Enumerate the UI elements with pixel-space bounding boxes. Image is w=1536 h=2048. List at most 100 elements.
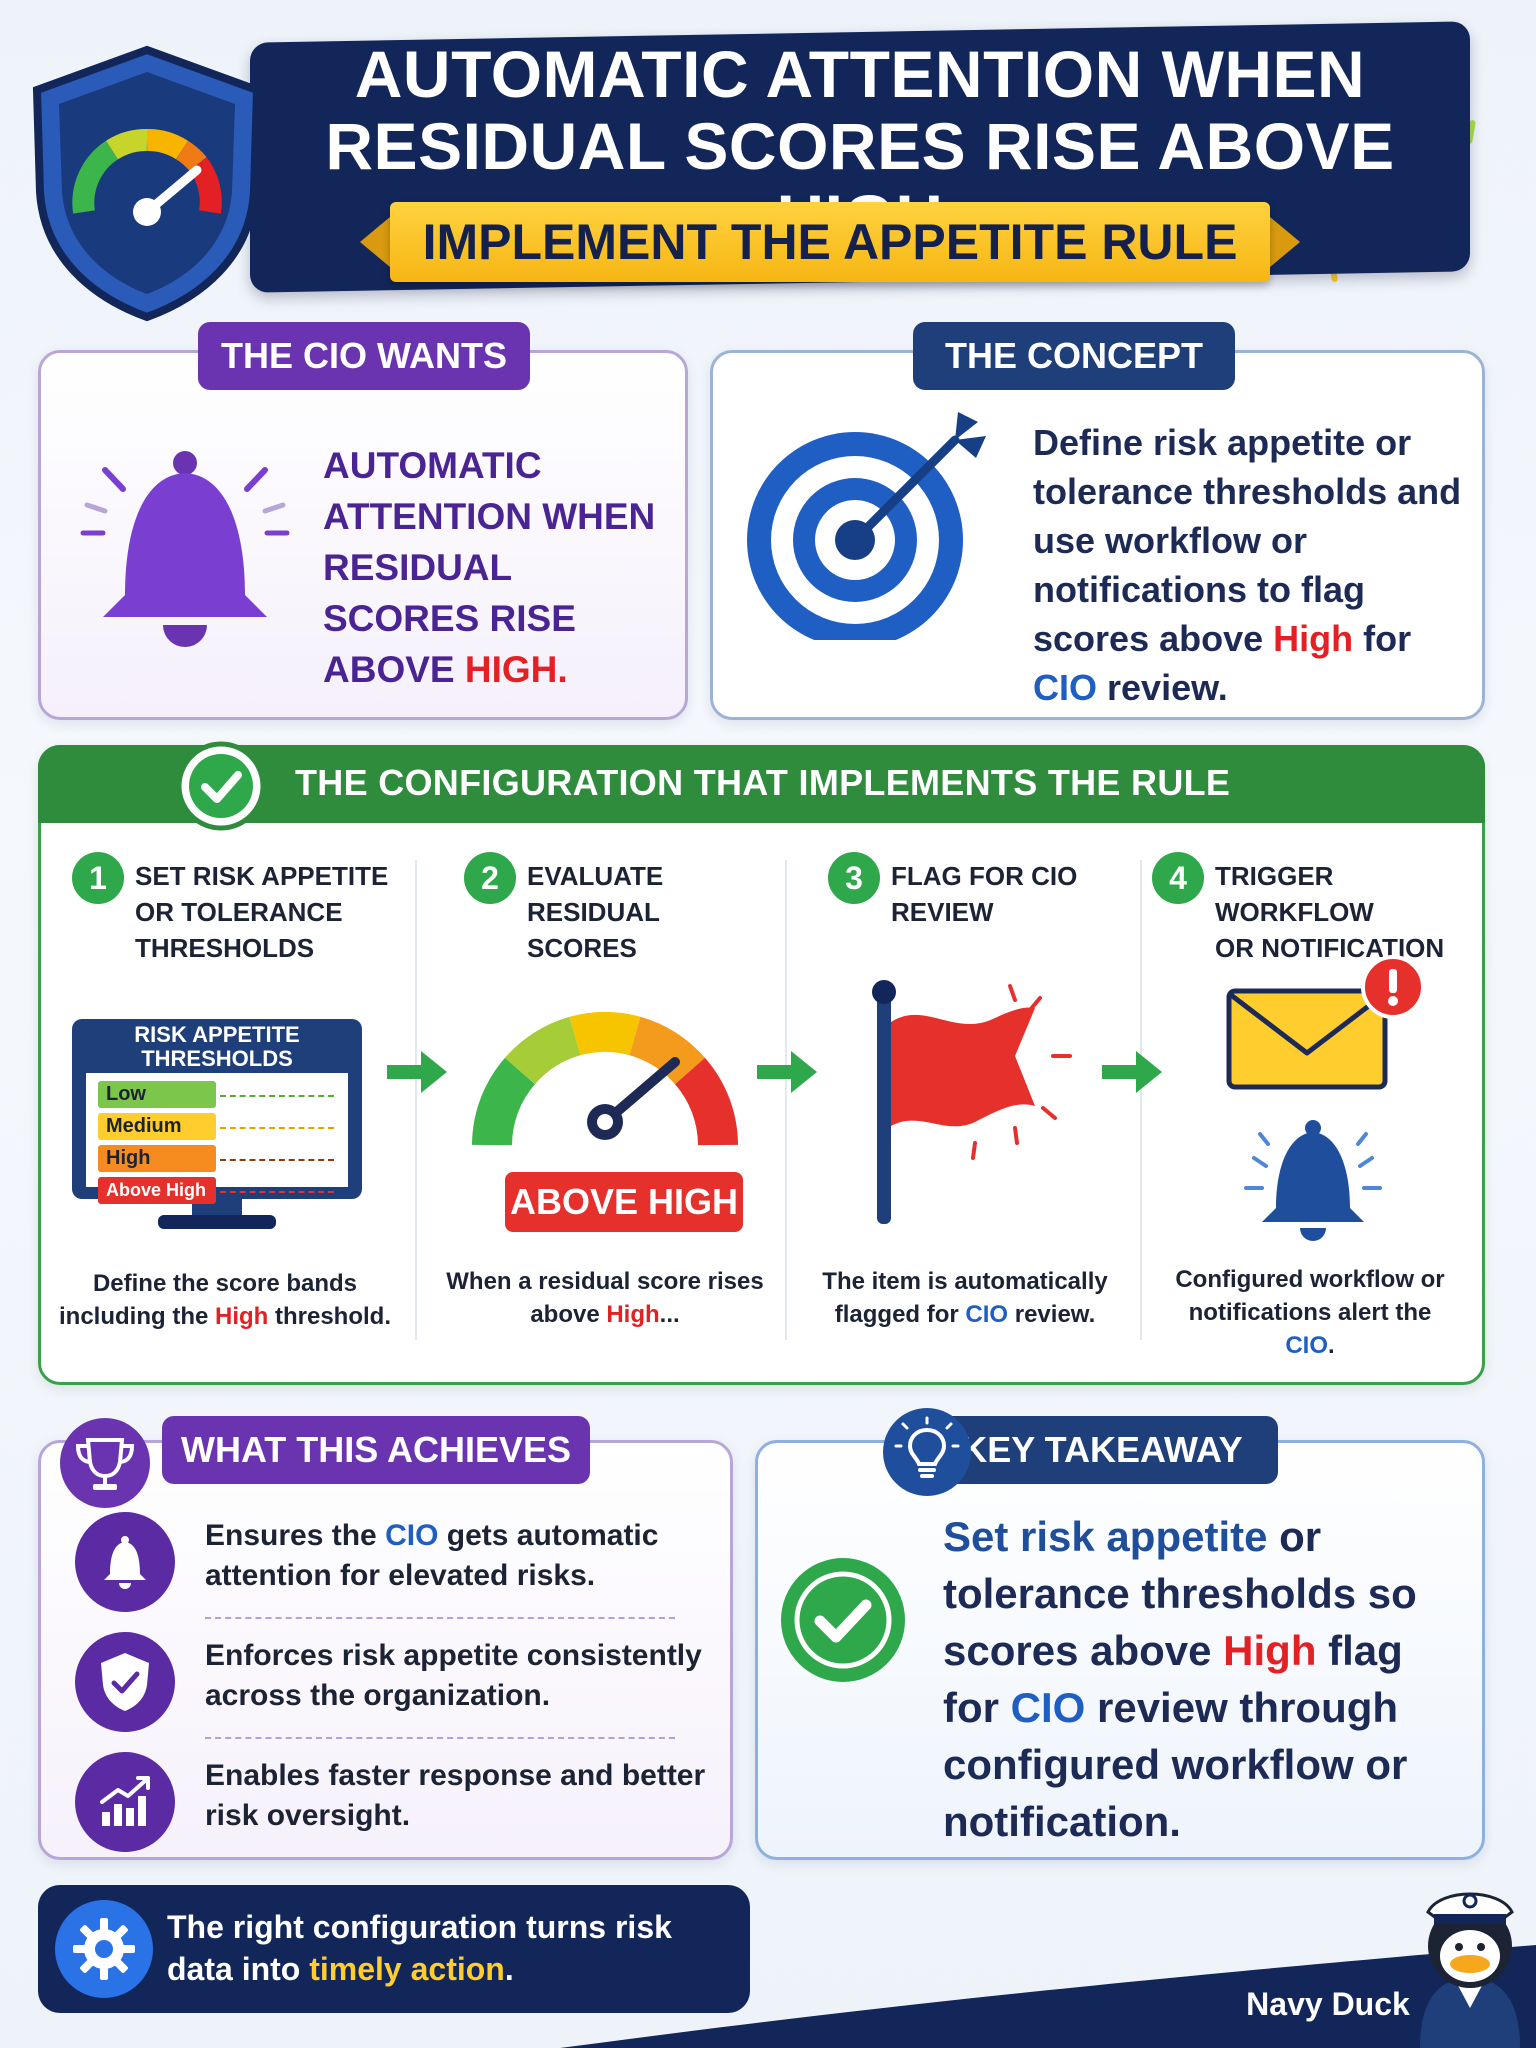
band-above-high-line [220, 1191, 334, 1193]
achieves-label: WHAT THIS ACHIEVES [162, 1416, 590, 1484]
monitor-title: RISK APPETITE THRESHOLDS [68, 1023, 366, 1071]
ribbon-tail-right [1264, 212, 1300, 272]
check-icon [175, 740, 267, 832]
concept-label: THE CONCEPT [913, 322, 1235, 390]
page-title-line2: RESIDUAL SCORES RISE ABOVE HIGH [325, 109, 1395, 254]
step-4-title-line1: TRIGGER WORKFLOW [1215, 861, 1374, 927]
bell-circle-icon [75, 1512, 175, 1612]
step-1-desc-high: High [215, 1303, 269, 1330]
monitor-title-line2: THRESHOLDS [141, 1046, 293, 1071]
flag-icon [865, 978, 1085, 1228]
page-title: AUTOMATIC ATTENTION WHEN RESIDUAL SCORES… [300, 38, 1420, 254]
footer-text: The right configuration turns risk data … [167, 1906, 737, 1990]
step-2-title-line1: EVALUATE RESIDUAL [527, 861, 664, 927]
step-3-desc-2: review. [1008, 1301, 1096, 1328]
achieves-item-2: Enforces risk appetite consistently acro… [205, 1639, 702, 1712]
achieves-separator [205, 1737, 675, 1739]
key-takeaway-text: Set risk appetite or tolerance threshold… [943, 1508, 1463, 1850]
trophy-icon [60, 1418, 150, 1508]
band-low: Low [98, 1081, 216, 1108]
band-low-line [220, 1095, 334, 1097]
page-title-line1: AUTOMATIC ATTENTION WHEN [354, 37, 1366, 111]
step-4-desc-cio: CIO [1285, 1332, 1328, 1359]
step-1-title-line3: THRESHOLDS [135, 933, 315, 963]
step-2-desc-2: ... [659, 1301, 680, 1328]
bell-icon [75, 445, 295, 655]
step-2-desc-1: When a residual score rises above [446, 1268, 764, 1328]
step-1-title-line1: SET RISK APPETITE [135, 861, 389, 891]
cio-wants-label: THE CIO WANTS [198, 322, 530, 390]
band-medium: Medium [98, 1113, 216, 1140]
monitor-icon: RISK APPETITE THRESHOLDS Low Medium High… [68, 1015, 366, 1233]
target-icon [740, 400, 1000, 648]
configuration-title: THE CONFIGURATION THAT IMPLEMENTS THE RU… [295, 762, 1231, 803]
footer-text-highlight: timely action [309, 1951, 505, 1987]
concept-text-high: High [1273, 618, 1354, 659]
footer-text-b: . [504, 1951, 514, 1987]
lightbulb-icon [883, 1408, 971, 1496]
cio-wants-text-high: HIGH. [464, 649, 568, 690]
envelope-icon [1225, 955, 1425, 1095]
key-takeaway-text-a: Set risk appetite [943, 1513, 1268, 1560]
page-subtitle: IMPLEMENT THE APPETITE RULE [390, 202, 1270, 282]
concept-text: Define risk appetite or tolerance thresh… [1033, 418, 1473, 712]
step-1-number: 1 [72, 852, 124, 904]
configuration-header [38, 745, 1485, 823]
band-medium-line [220, 1127, 334, 1129]
achieves-item-3: Enables faster response and better risk … [205, 1759, 706, 1832]
shield-gauge-icon [22, 42, 272, 322]
footer-text-a: The right configuration turns risk data … [167, 1909, 672, 1987]
step-4-number: 4 [1152, 852, 1204, 904]
achieves-item-1-cio: CIO [385, 1519, 439, 1552]
step-2-title: EVALUATE RESIDUAL SCORES [527, 858, 787, 966]
step-3-description: The item is automatically flagged for CI… [805, 1265, 1125, 1331]
step-3-desc-cio: CIO [965, 1301, 1009, 1328]
band-above-high: Above High [98, 1177, 216, 1204]
cio-wants-text-main: AUTOMATIC ATTENTION WHEN RESIDUAL SCORES… [323, 445, 656, 690]
step-divider-1 [415, 860, 417, 1340]
step-4-desc-1: Configured workflow or notifications ale… [1175, 1266, 1445, 1326]
achieves-item-1-b: gets automatic attention for elevated ri… [205, 1519, 659, 1592]
band-high-line [220, 1159, 334, 1161]
step-divider-2 [785, 860, 787, 1340]
step-4-desc-2: . [1328, 1332, 1335, 1359]
achieves-item-1: Ensures the CIO gets automatic attention… [205, 1516, 715, 1596]
above-high-badge: ABOVE HIGH [505, 1172, 743, 1232]
step-2-title-line2: SCORES [527, 933, 637, 963]
step-4-title: TRIGGER WORKFLOW OR NOTIFICATION [1215, 858, 1480, 966]
gear-icon [55, 1900, 153, 1998]
step-1-title-line2: OR TOLERANCE [135, 897, 343, 927]
achieves-item-1-a: Ensures the [205, 1519, 386, 1552]
key-takeaway-text-cio: CIO [1010, 1684, 1086, 1731]
step-2-description: When a residual score rises above High..… [440, 1265, 770, 1331]
duck-mascot-icon [1400, 1868, 1536, 2048]
check-circle-icon [778, 1555, 908, 1685]
concept-text-cio: CIO [1033, 667, 1098, 708]
step-3-number: 3 [828, 852, 880, 904]
arrow-right-icon [387, 1051, 447, 1093]
concept-text-2: for [1353, 618, 1412, 659]
step-2-desc-high: High [606, 1301, 660, 1328]
key-takeaway-text-c: flag for [943, 1627, 1403, 1731]
arrow-right-icon [757, 1051, 817, 1093]
chart-up-icon [75, 1752, 175, 1852]
step-divider-3 [1140, 860, 1142, 1340]
key-takeaway-label: KEY TAKEAWAY [926, 1416, 1278, 1484]
step-3-desc-1: The item is automatically flagged for [822, 1268, 1108, 1328]
step-1-title: SET RISK APPETITE OR TOLERANCE THRESHOLD… [135, 858, 405, 966]
key-takeaway-text-high: High [1223, 1627, 1317, 1674]
shield-check-icon [75, 1632, 175, 1732]
step-3-title-line1: FLAG FOR CIO [891, 861, 1078, 891]
arrow-right-icon [1102, 1051, 1162, 1093]
step-3-title-line2: REVIEW [891, 897, 994, 927]
step-2-number: 2 [464, 852, 516, 904]
concept-text-1: Define risk appetite or tolerance thresh… [1033, 422, 1462, 659]
step-4-description: Configured workflow or notifications ale… [1165, 1263, 1455, 1362]
cio-wants-text: AUTOMATIC ATTENTION WHEN RESIDUAL SCORES… [323, 440, 663, 695]
achieves-separator [205, 1617, 675, 1619]
monitor-title-line1: RISK APPETITE [134, 1022, 300, 1047]
key-takeaway-text-d: review through configured workflow or no… [943, 1684, 1408, 1845]
band-high: High [98, 1145, 216, 1172]
step-1-desc-1: Define the score bands including the [59, 1270, 358, 1330]
bell-small-icon [1238, 1118, 1388, 1243]
